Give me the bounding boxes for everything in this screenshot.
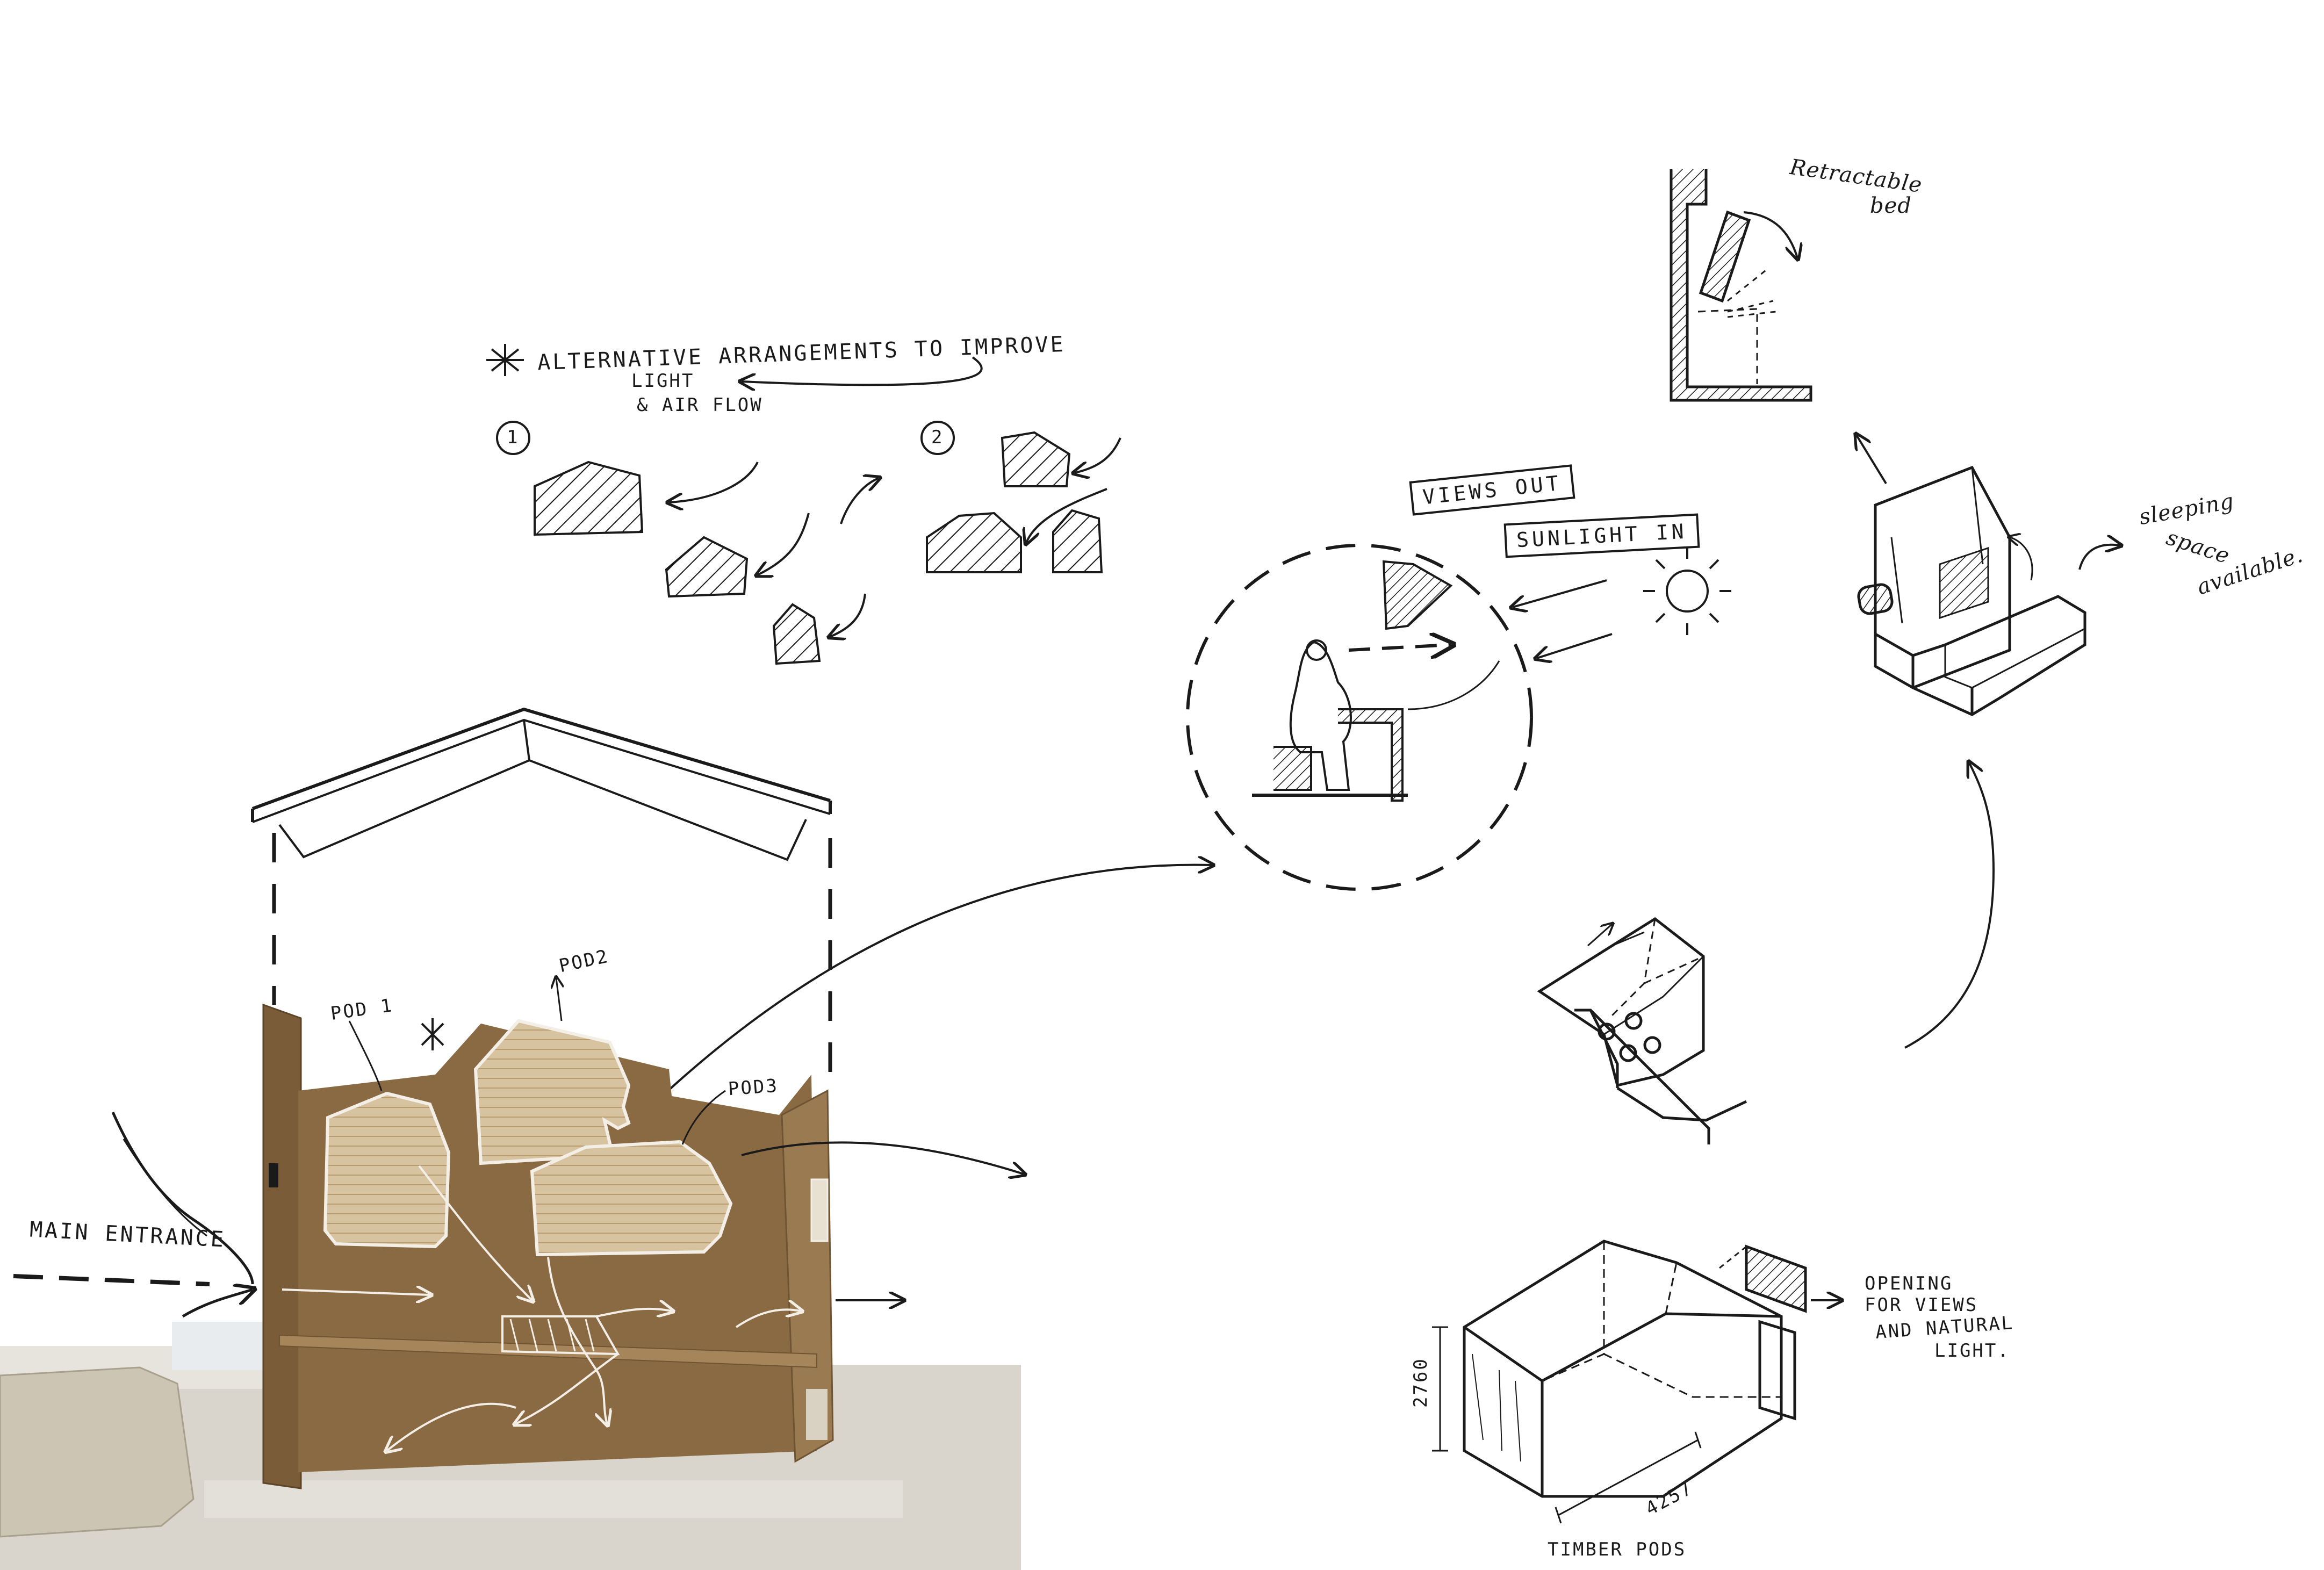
retractable-label-line2: bed	[1870, 193, 1912, 218]
pod-2	[473, 1019, 631, 1165]
alt-arrangements-line2: LIGHT	[631, 370, 695, 392]
retractable-bed-section	[1670, 169, 1812, 402]
option-2-circle	[920, 421, 955, 455]
views-sunlight-diagram	[1186, 544, 1731, 891]
option-1-circle	[496, 421, 530, 455]
arrow-to-view-circle	[638, 865, 1212, 1119]
opening-label-line4: LIGHT.	[1934, 1340, 2010, 1362]
opening-label-line2: FOR VIEWS	[1865, 1294, 1978, 1316]
alternative-arrangements	[486, 344, 1121, 665]
pod-3-label: POD3	[727, 1075, 780, 1100]
asterisk-icon	[486, 344, 524, 376]
dimension-height-label: 2760	[1410, 1357, 1431, 1408]
asterisk-icon	[421, 1018, 444, 1050]
timber-pods-label: TIMBER PODS	[1548, 1539, 1687, 1560]
view-circle	[1186, 544, 1533, 891]
main-entrance-path	[13, 1111, 253, 1318]
pod-3	[530, 1140, 733, 1257]
opening-label-line1: OPENING	[1865, 1273, 1953, 1294]
sleeping-pod-iso	[1857, 435, 2120, 1049]
pull-out-pod-sketch	[1537, 917, 1747, 1144]
alt-arrangements-line3: & AIR FLOW	[637, 394, 763, 416]
physical-model	[0, 978, 1024, 1570]
pod-1	[323, 1091, 451, 1249]
option-1-label: 1	[507, 427, 520, 448]
model-roof	[251, 707, 832, 1072]
timber-pod-iso	[1432, 1240, 1840, 1524]
option-2-label: 2	[931, 427, 944, 448]
sun-icon	[1643, 547, 1731, 635]
